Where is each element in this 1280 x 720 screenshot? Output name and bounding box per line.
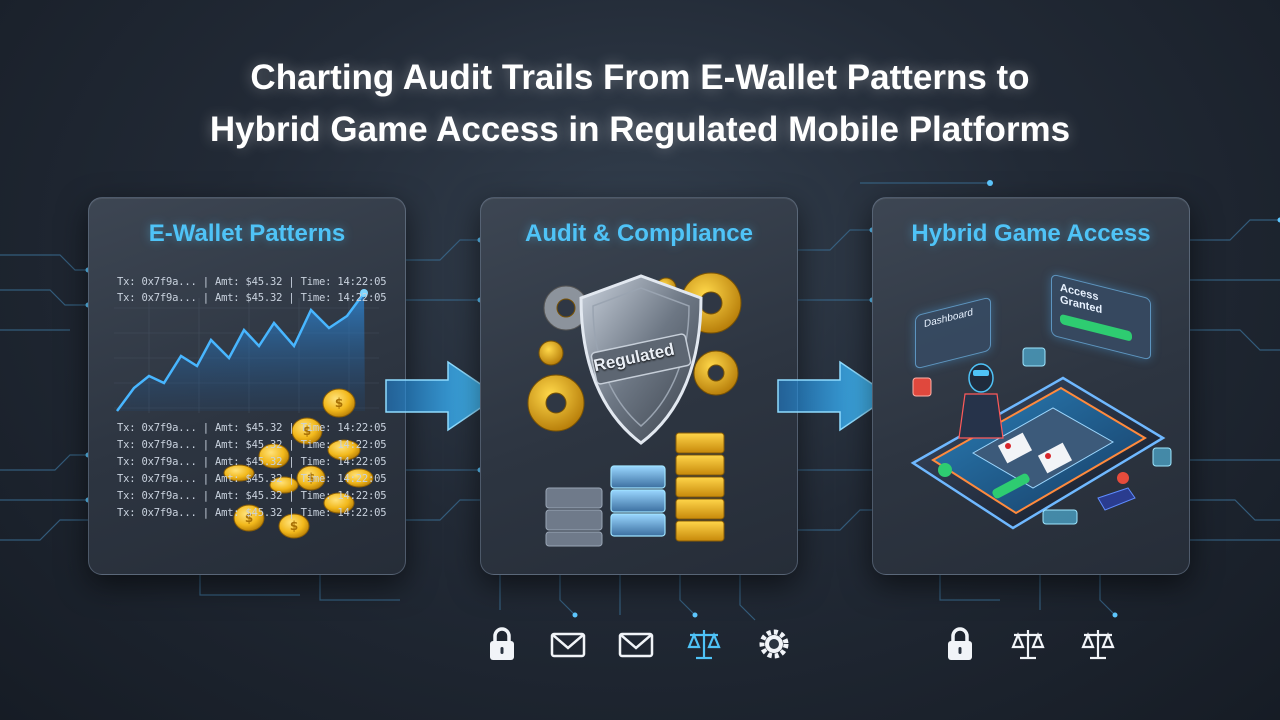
scales-icon bbox=[1011, 630, 1045, 660]
access-granted-bar bbox=[1060, 313, 1132, 342]
scales-icon bbox=[1081, 630, 1115, 660]
panel-audit-compliance: Audit & Compliance bbox=[480, 197, 798, 575]
svg-text:$: $ bbox=[245, 511, 253, 525]
tx-line: Tx: 0x7f9a... | Amt: $45.32 | Time: 14:2… bbox=[117, 422, 387, 434]
flow-arrow-1 bbox=[385, 360, 500, 432]
envelope-icon bbox=[618, 632, 654, 658]
tx-line: Tx: 0x7f9a... | Amt: $45.32 | Time: 14:2… bbox=[117, 490, 387, 502]
tx-line: Tx: 0x7f9a... | Amt: $45.32 | Time: 14:2… bbox=[117, 456, 387, 468]
access-granted-label: Access Granted bbox=[1060, 281, 1103, 317]
tx-line: Tx: 0x7f9a... | Amt: $45.32 | Time: 14:2… bbox=[117, 439, 387, 451]
gear-chat-icon bbox=[759, 629, 789, 659]
tx-line: Tx: 0x7f9a... | Amt: $45.32 | Time: 14:2… bbox=[117, 473, 387, 485]
wallet-trend-graphic: $ $ $ $ $ bbox=[114, 289, 379, 539]
lock-icon bbox=[490, 627, 514, 660]
tx-line: Tx: 0x7f9a... | Amt: $45.32 | Time: 14:2… bbox=[117, 292, 387, 304]
svg-text:$: $ bbox=[307, 471, 315, 485]
panel-hybrid-game-access: Hybrid Game Access Dash bbox=[872, 197, 1190, 575]
tx-line: Tx: 0x7f9a... | Amt: $45.32 | Time: 14:2… bbox=[117, 276, 387, 288]
envelope-icon bbox=[550, 632, 586, 658]
dashboard-card-label: Dashboard bbox=[924, 307, 973, 331]
svg-text:$: $ bbox=[335, 396, 343, 410]
svg-text:$: $ bbox=[303, 424, 311, 438]
title-line-2: Hybrid Game Access in Regulated Mobile P… bbox=[209, 110, 1071, 149]
mobile-game-graphic bbox=[910, 347, 1172, 530]
panel-title-hybrid: Hybrid Game Access bbox=[911, 220, 1151, 247]
page-title: Charting Audit Trails From E-Wallet Patt… bbox=[0, 52, 1280, 156]
regulated-shield-graphic bbox=[527, 272, 742, 547]
panel-e-wallet-patterns: E-Wallet Patterns bbox=[88, 197, 406, 575]
panel-title-e-wallet: E-Wallet Patterns bbox=[148, 220, 346, 247]
flow-arrow-2 bbox=[777, 360, 892, 432]
svg-text:$: $ bbox=[290, 519, 298, 533]
scales-icon bbox=[687, 630, 721, 660]
lock-icon bbox=[948, 627, 972, 660]
tx-line: Tx: 0x7f9a... | Amt: $45.32 | Time: 14:2… bbox=[117, 507, 387, 519]
panel-title-audit: Audit & Compliance bbox=[524, 220, 753, 247]
title-line-1: Charting Audit Trails From E-Wallet Patt… bbox=[250, 58, 1030, 97]
